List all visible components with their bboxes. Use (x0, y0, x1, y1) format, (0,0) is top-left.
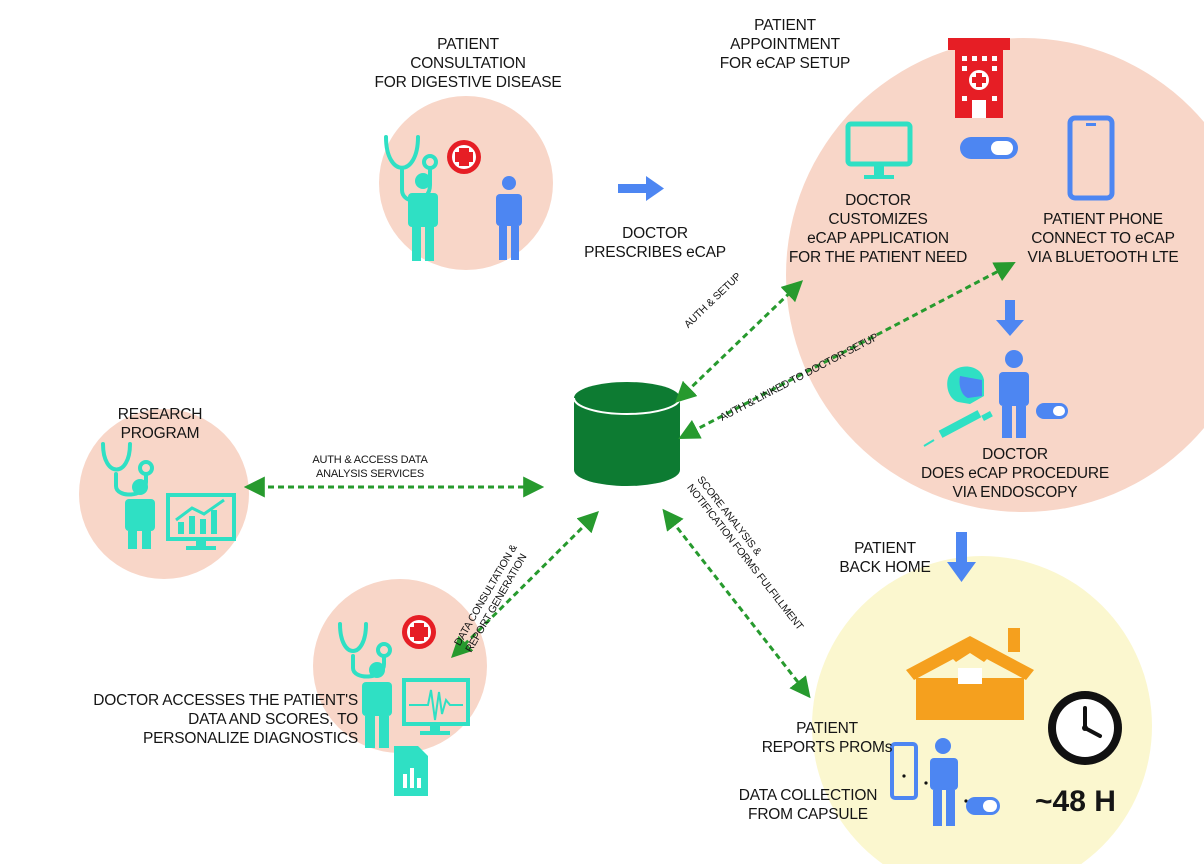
doctor-access-label-line2: DATA AND SCORES, TO (188, 711, 358, 728)
procedure-label: DOCTOR DOES eCAP PROCEDURE VIA ENDOSCOPY (900, 445, 1130, 502)
phone-small-icon (890, 742, 918, 800)
phone-label-line1: PATIENT PHONE (1043, 211, 1163, 228)
down-arrow-home-icon (947, 532, 976, 582)
right-arrow-icon (618, 176, 664, 201)
research-edge-label-line1: AUTH & ACCESS DATA (312, 454, 428, 466)
ecg-monitor-icon (402, 678, 470, 735)
capsule-small-icon (1036, 403, 1068, 419)
smartphone-icon (1067, 115, 1115, 201)
proms-label-line2: REPORTS PROMs (761, 739, 893, 756)
analytics-monitor-icon (166, 493, 236, 550)
house-icon (906, 628, 1034, 720)
clock-icon (1048, 691, 1122, 765)
procedure-label-line1: DOCTOR (982, 446, 1048, 463)
collection-label: DATA COLLECTION FROM CAPSULE (713, 786, 903, 824)
database-icon (573, 382, 681, 486)
collection-label-line1: DATA COLLECTION (738, 787, 878, 804)
doctor-access-label: DOCTOR ACCESSES THE PATIENT'S DATA AND S… (0, 691, 358, 748)
access-doctor-figure-icon (362, 662, 392, 748)
customize-label: DOCTOR CUSTOMIZES eCAP APPLICATION FOR T… (763, 191, 993, 267)
back-home-label: PATIENT BACK HOME (820, 539, 950, 577)
proms-label: PATIENT REPORTS PROMs (757, 719, 897, 757)
appointment-label-line1: PATIENT (754, 17, 816, 34)
customize-label-line1: DOCTOR (845, 192, 911, 209)
customize-label-line2: CUSTOMIZES (828, 211, 928, 228)
report-document-icon (394, 746, 428, 796)
consultation-connector (451, 511, 599, 658)
home-patient-figure-icon (930, 738, 958, 826)
back-home-label-line1: PATIENT (854, 540, 916, 557)
score-connector (662, 508, 811, 699)
surgeon-mask-icon (947, 366, 984, 404)
auth-linked-connector (678, 262, 1016, 439)
hospital-icon (948, 38, 1010, 118)
prescribe-label-line2: PRESCRIBES eCAP (584, 244, 726, 261)
consultation-label: PATIENT CONSULTATION FOR DIGESTIVE DISEA… (333, 35, 603, 92)
customize-label-line4: FOR THE PATIENT NEED (788, 249, 968, 266)
customize-label-line3: eCAP APPLICATION (807, 230, 949, 247)
duration-label: ~48 H (1035, 785, 1116, 818)
prescribe-label-line1: DOCTOR (622, 225, 688, 242)
collection-label-line2: FROM CAPSULE (748, 806, 868, 823)
consultation-label-line1: PATIENT (437, 36, 499, 53)
consultation-label-line2: CONSULTATION (410, 55, 526, 72)
researcher-figure-icon (125, 479, 155, 549)
appointment-label-line2: APPOINTMENT (730, 36, 840, 53)
medical-cross-icon (447, 140, 481, 174)
monitor-icon (845, 121, 913, 179)
prescribe-label: DOCTOR PRESCRIBES eCAP (560, 224, 750, 262)
phone-label-line2: CONNECT TO eCAP (1031, 230, 1175, 247)
appointment-label: PATIENT APPOINTMENT FOR eCAP SETUP (690, 16, 880, 73)
research-edge-label-line2: ANALYSIS SERVICES (315, 468, 425, 480)
research-label-line1: RESEARCH (117, 406, 203, 423)
phone-label-line3: VIA BLUETOOTH LTE (1027, 249, 1179, 266)
procedure-label-line2: DOES eCAP PROCEDURE (921, 465, 1109, 482)
appointment-label-line3: FOR eCAP SETUP (719, 55, 851, 72)
consultation-label-line3: FOR DIGESTIVE DISEASE (374, 74, 562, 91)
research-label-line2: PROGRAM (120, 425, 200, 442)
home-capsule-icon (966, 797, 1000, 815)
procedure-label-line3: VIA ENDOSCOPY (952, 484, 1078, 501)
doctor-access-label-line3: PERSONALIZE DIAGNOSTICS (142, 730, 358, 747)
research-circle (79, 409, 249, 579)
capsule-icon (960, 137, 1018, 159)
access-stethoscope-icon (338, 622, 392, 679)
access-medical-cross-icon (402, 615, 436, 649)
doctor-figure-icon (408, 173, 438, 261)
research-edge-label: AUTH & ACCESS DATA ANALYSIS SERVICES (270, 453, 470, 481)
phone-label: PATIENT PHONE CONNECT TO eCAP VIA BLUETO… (1003, 210, 1203, 267)
patient-figure-icon (496, 176, 522, 260)
proms-label-line1: PATIENT (796, 720, 858, 737)
back-home-label-line2: BACK HOME (839, 559, 931, 576)
consultation-circle (379, 96, 553, 270)
research-label: RESEARCH PROGRAM (100, 405, 220, 443)
doctor-access-label-line1: DOCTOR ACCESSES THE PATIENT'S (93, 692, 358, 709)
